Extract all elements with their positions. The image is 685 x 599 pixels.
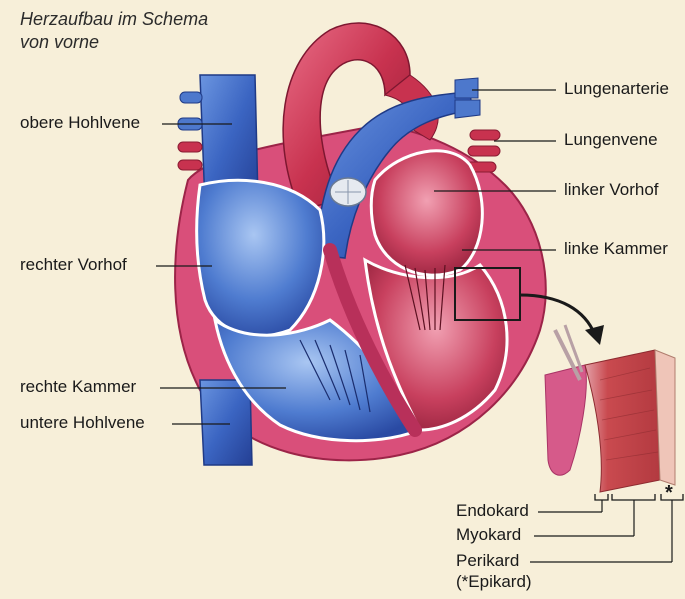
pulmonary-vein: [470, 130, 500, 140]
label-linker-vorhof: linker Vorhof: [564, 180, 659, 200]
label-epikard-note: (*Epikard): [456, 572, 532, 592]
label-endokard: Endokard: [456, 501, 529, 521]
wall-layer-inset: [545, 325, 675, 492]
label-myokard: Myokard: [456, 525, 521, 545]
label-perikard: Perikard: [456, 551, 519, 571]
right-atrium: [197, 180, 324, 336]
label-lungenvene: Lungenvene: [564, 130, 658, 150]
left-atrium: [371, 151, 482, 275]
label-obere-hohlvene: obere Hohlvene: [20, 113, 140, 133]
label-rechte-kammer: rechte Kammer: [20, 377, 136, 397]
label-linke-kammer: linke Kammer: [564, 239, 668, 259]
label-lungenarterie: Lungenarterie: [564, 79, 669, 99]
label-untere-hohlvene: untere Hohlvene: [20, 413, 145, 433]
label-rechter-vorhof: rechter Vorhof: [20, 255, 127, 275]
inferior-vena-cava: [200, 380, 252, 465]
epikard-asterisk: *: [665, 482, 673, 505]
